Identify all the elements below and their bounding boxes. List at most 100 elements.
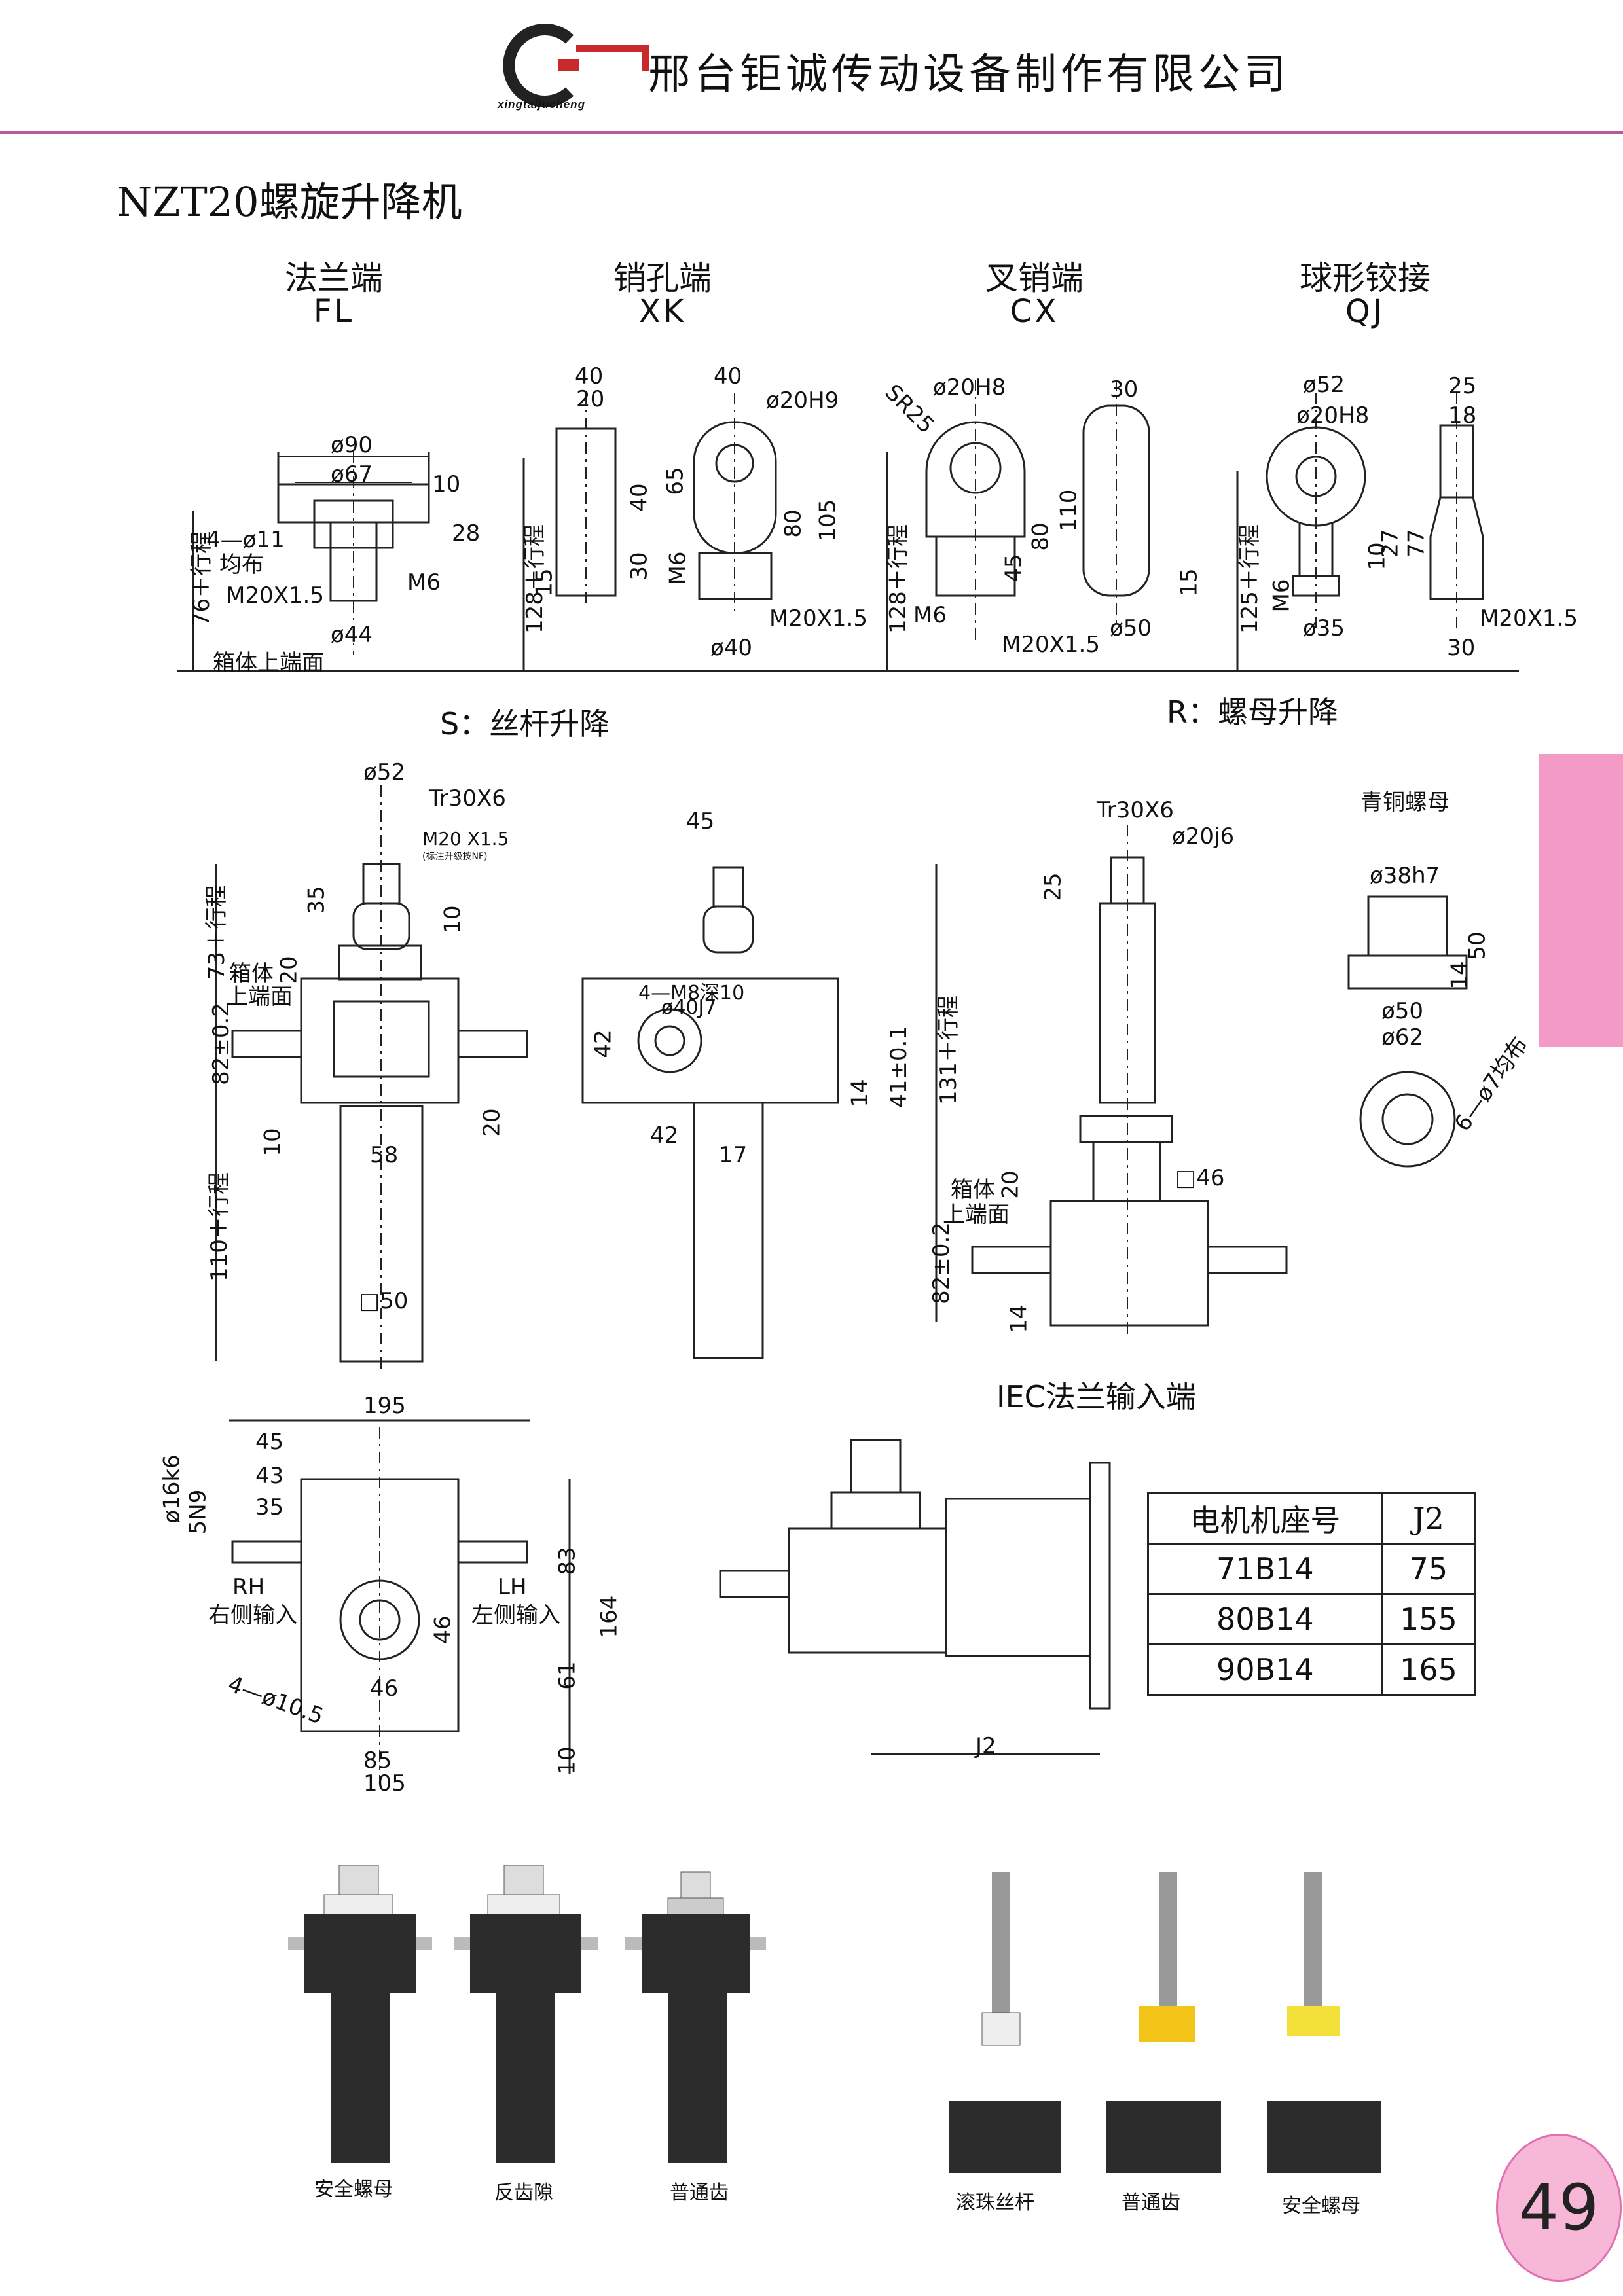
b-d105: 105 xyxy=(363,1770,406,1797)
xk-d40b: 40 xyxy=(714,363,742,389)
b-d164: 164 xyxy=(596,1595,623,1638)
photo-caption-right-3: 安全螺母 xyxy=(1282,2195,1360,2217)
fl-box-top: 箱体上端面 xyxy=(213,650,324,676)
b-d195: 195 xyxy=(363,1393,406,1419)
page-title: NZT20螺旋升降机 xyxy=(117,178,462,226)
b-holes: 4—ø10.5 xyxy=(224,1671,327,1730)
cx-stroke: 128＋行程 xyxy=(884,524,911,634)
photo-left-2 xyxy=(454,1865,598,2163)
xk-stroke: 128＋行程 xyxy=(521,524,548,634)
r-d25: 25 xyxy=(1040,872,1067,901)
b-d16k6: ø16k6 xyxy=(158,1454,185,1524)
table-row: 71B14 75 xyxy=(1147,1543,1476,1595)
s-d58: 58 xyxy=(370,1142,399,1168)
b-d83: 83 xyxy=(554,1547,581,1575)
qj-d35: ø35 xyxy=(1303,615,1345,641)
qj-d18: 18 xyxy=(1448,403,1477,429)
end-fl-cn: 法兰端 xyxy=(285,259,383,297)
b-lh-cn: 左侧输入 xyxy=(471,1602,560,1628)
s-top: 上端面 xyxy=(226,984,293,1010)
table-cell: 165 xyxy=(1381,1643,1476,1696)
side-holes: 4—M8深10 xyxy=(638,982,745,1005)
s-d10: 10 xyxy=(439,905,466,934)
photo-right-1 xyxy=(949,1872,1061,2173)
side-d42: 42 xyxy=(590,1030,617,1058)
qj-d52: ø52 xyxy=(1303,372,1345,398)
iec-label: IEC法兰输入端 xyxy=(996,1379,1196,1414)
cx-d80: 80 xyxy=(1027,522,1054,551)
r-d20j6: ø20j6 xyxy=(1172,823,1235,850)
xk-d40c: 40 xyxy=(626,483,653,512)
b-d85: 85 xyxy=(363,1748,392,1774)
side-tab xyxy=(1539,754,1623,1047)
nut-d62: ø62 xyxy=(1381,1024,1424,1050)
s-tr: Tr30X6 xyxy=(429,785,506,812)
xk-d80: 80 xyxy=(780,509,807,538)
photo-caption-right-2: 普通齿 xyxy=(1122,2191,1180,2214)
photo-caption-left-3: 普通齿 xyxy=(670,2181,729,2204)
s-front-drawing xyxy=(215,785,528,1374)
r-drawing xyxy=(935,825,1288,1335)
photo-left-3 xyxy=(625,1871,766,2163)
s-m20: M20 X1.5 xyxy=(422,828,509,850)
photo-caption-right-1: 滚珠丝杆 xyxy=(956,2191,1034,2214)
s-box: 箱体 xyxy=(229,961,274,987)
fl-d10: 10 xyxy=(432,471,461,497)
qj-drawing xyxy=(1236,393,1484,671)
r-stroke131: 131＋行程 xyxy=(935,996,962,1105)
qj-d77: 77 xyxy=(1403,529,1430,558)
table-header: J2 xyxy=(1381,1492,1476,1545)
qj-stroke: 125＋行程 xyxy=(1236,524,1263,634)
photo-left-1 xyxy=(288,1865,432,2163)
b-rh-cn: 右侧输入 xyxy=(208,1602,297,1628)
fl-stroke: 76＋行程 xyxy=(189,531,215,627)
b-d46b: 46 xyxy=(370,1676,399,1702)
s-d10b: 10 xyxy=(259,1128,286,1157)
cx-d15: 15 xyxy=(1176,568,1203,597)
company-name: 邢台钜诚传动设备制作有限公司 xyxy=(648,50,1290,99)
nut-holes: 6—ø7均布 xyxy=(1449,1032,1533,1137)
side-d14: 14 xyxy=(847,1079,873,1107)
iec-drawing xyxy=(719,1439,1111,1755)
side-d40j7: ø40J7 xyxy=(661,996,717,1019)
cx-m20: M20X1.5 xyxy=(1002,632,1100,658)
s-stroke73: 73＋行程 xyxy=(204,884,230,980)
table-cell: 90B14 xyxy=(1147,1643,1383,1696)
s-d20b: 20 xyxy=(479,1108,505,1137)
r-label: R：螺母升降 xyxy=(1167,694,1338,730)
side-d17: 17 xyxy=(719,1142,748,1168)
fl-d28: 28 xyxy=(452,520,481,547)
cx-m6: M6 xyxy=(913,602,947,628)
r-sq46: □46 xyxy=(1175,1165,1225,1191)
fl-d90: ø90 xyxy=(331,432,373,458)
b-d10: 10 xyxy=(554,1746,581,1775)
nut-d50b: ø50 xyxy=(1381,998,1424,1024)
cx-d30: 30 xyxy=(1110,376,1139,403)
s-m20-note: (标注升级按NF) xyxy=(422,852,488,862)
s-d35: 35 xyxy=(303,886,330,914)
xk-m20: M20X1.5 xyxy=(769,605,867,632)
table-cell: 155 xyxy=(1381,1593,1476,1645)
xk-m6: M6 xyxy=(665,551,691,585)
fl-d44: ø44 xyxy=(331,622,373,648)
fl-m6: M6 xyxy=(407,569,441,596)
table-cell: 71B14 xyxy=(1147,1543,1383,1595)
table-row: 90B14 165 xyxy=(1147,1643,1476,1696)
b-d35: 35 xyxy=(255,1494,284,1520)
cx-d45: 45 xyxy=(1000,554,1027,583)
r-tr: Tr30X6 xyxy=(1097,797,1174,823)
qj-d30: 30 xyxy=(1447,635,1476,661)
xk-d20h9: ø20H9 xyxy=(766,387,839,414)
qj-m6: M6 xyxy=(1268,579,1295,613)
b-j2: J2 xyxy=(976,1733,996,1759)
end-xk-cn: 销孔端 xyxy=(613,259,712,297)
cx-sr25: SR25 xyxy=(879,379,939,439)
xk-d65: 65 xyxy=(662,467,689,495)
end-fl-en: FL xyxy=(313,293,355,330)
xk-d20: 20 xyxy=(576,386,605,412)
photo-caption-left-1: 安全螺母 xyxy=(314,2178,393,2201)
fl-even: 均布 xyxy=(219,552,264,578)
s-stroke110: 110＋行程 xyxy=(206,1172,232,1282)
xk-d105: 105 xyxy=(814,499,841,542)
